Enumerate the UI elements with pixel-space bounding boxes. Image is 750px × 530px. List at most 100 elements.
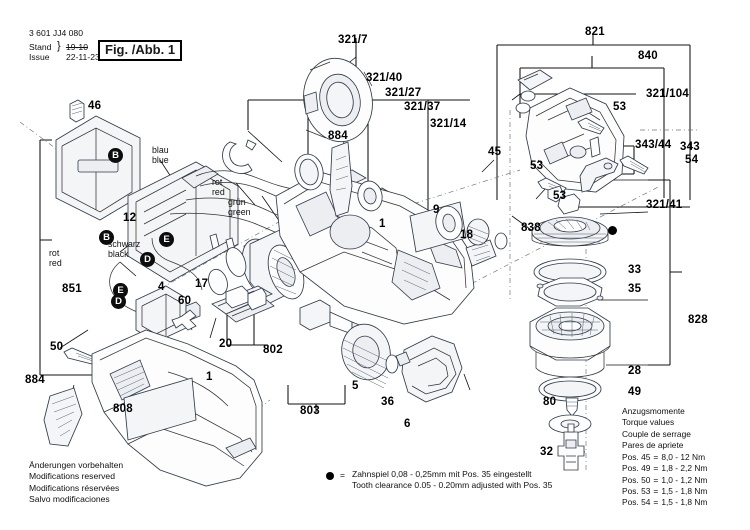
callout-4: 4 [158, 281, 165, 293]
callout-28: 28 [628, 365, 642, 377]
callout-49: 49 [628, 386, 642, 398]
callout-821: 821 [585, 26, 605, 38]
torque-title-en: Torque values [622, 417, 675, 428]
header-part-number: 3 601 JJ4 080 [29, 28, 83, 38]
footer-disclaimer: Änderungen vorbehalten Modifications res… [29, 460, 123, 505]
callout-54: 54 [685, 154, 699, 166]
callout-840: 840 [638, 50, 658, 62]
wire-label-black: schwarz black [108, 239, 141, 259]
circle-mark-d-low: D [111, 294, 126, 309]
clearance-note-en: Tooth clearance 0.05 - 0.20mm adjusted w… [352, 480, 553, 491]
callout-1-mid: 1 [379, 218, 386, 230]
torque-row-eq: = [653, 463, 659, 474]
circle-mark-b-left: B [99, 230, 114, 245]
callout-321-104: 321/104 [646, 88, 689, 100]
wire-label-red-left-en: red [49, 257, 62, 268]
callout-45: 45 [488, 146, 502, 158]
clearance-marker-dot [608, 226, 617, 235]
torque-title-de: Anzugsmomente [622, 406, 685, 416]
callout-808: 808 [113, 403, 133, 415]
torque-row-val: 1,8 - 2,2 Nm [661, 463, 708, 474]
clearance-note: Zahnspiel 0,08 - 0,25mm mit Pos. 35 eing… [352, 469, 552, 492]
clearance-note-bullet-icon [326, 472, 334, 480]
header-stand-value: 19-10 [66, 42, 88, 52]
clearance-note-de: Zahnspiel 0,08 - 0,25mm mit Pos. 35 eing… [352, 469, 532, 479]
torque-row-pos: Pos. 53 [622, 485, 651, 496]
torque-row-val: 1,5 - 1,8 Nm [661, 485, 708, 496]
callout-803: 803 [300, 405, 320, 417]
torque-row-eq: = [653, 451, 659, 462]
callout-1-low: 1 [206, 371, 213, 383]
callout-32: 32 [540, 446, 554, 458]
callout-35: 35 [628, 283, 642, 295]
wire-label-blue-en: blue [152, 154, 169, 165]
torque-row: Pos. 53 = 1,5 - 1,8 Nm [622, 486, 707, 497]
callout-53-low: 53 [553, 190, 567, 202]
wire-label-green-en: green [228, 206, 251, 217]
clearance-note-equals: = [340, 470, 345, 480]
disclaimer-line-en: Modifications reserved [29, 471, 115, 482]
disclaimer-line-fr: Modifications réservées [29, 482, 120, 493]
torque-row-eq: = [653, 485, 659, 496]
callout-80: 80 [543, 396, 557, 408]
wire-label-red-top: rot red [212, 177, 225, 197]
figure-badge: Fig. /Abb. 1 [98, 40, 183, 62]
wire-label-green-de: grün [228, 197, 246, 207]
wire-label-red-left: rot red [49, 248, 62, 268]
callout-884-top: 884 [328, 130, 348, 142]
torque-row-pos: Pos. 50 [622, 474, 651, 485]
callout-884-low: 884 [25, 374, 45, 386]
wire-label-green: grün green [228, 197, 251, 217]
callout-828: 828 [688, 314, 708, 326]
callout-802: 802 [263, 344, 283, 356]
callout-60: 60 [178, 295, 192, 307]
torque-row-eq: = [653, 474, 659, 485]
callout-851: 851 [62, 283, 82, 295]
callout-321-27: 321/27 [385, 87, 422, 99]
torque-row: Pos. 54 = 1,5 - 1,8 Nm [622, 497, 707, 508]
torque-row-pos: Pos. 49 [622, 463, 651, 474]
callout-17: 17 [195, 278, 209, 290]
callout-53-top: 53 [613, 101, 627, 113]
wire-label-red-left-de: rot [49, 248, 60, 258]
torque-row-pos: Pos. 54 [622, 497, 651, 508]
callout-321-14: 321/14 [430, 118, 467, 130]
header-issue-label: Issue [29, 52, 50, 62]
callout-321-37: 321/37 [404, 101, 441, 113]
header-stand-label: Stand [29, 42, 52, 52]
callout-343-44: 343/44 [635, 139, 672, 151]
callout-12: 12 [123, 212, 137, 224]
wire-label-black-de: schwarz [108, 239, 141, 249]
callout-53-mid: 53 [530, 160, 544, 172]
torque-row: Pos. 50 = 1,0 - 1,2 Nm [622, 475, 707, 486]
torque-title-fr: Couple de serrage [622, 428, 691, 439]
callout-343: 343 [680, 141, 700, 153]
torque-row-val: 1,0 - 1,2 Nm [661, 474, 708, 485]
disclaimer-line-de: Änderungen vorbehalten [29, 460, 124, 470]
circle-mark-d-mid: D [140, 252, 155, 267]
callout-6: 6 [404, 418, 411, 430]
callout-838: 838 [521, 222, 541, 234]
callout-321-41: 321/41 [646, 199, 683, 211]
torque-row-val: 8,0 - 12 Nm [661, 451, 706, 462]
torque-title-es: Pares de apriete [622, 440, 684, 451]
callout-9: 9 [433, 204, 440, 216]
callout-46: 46 [88, 100, 102, 112]
header-brace: } [57, 40, 61, 52]
wire-label-red-top-en: red [212, 186, 225, 197]
torque-row: Pos. 45 = 8,0 - 12 Nm [622, 452, 707, 463]
callout-321-40: 321/40 [366, 72, 403, 84]
circle-mark-e-mid: E [159, 232, 174, 247]
disclaimer-line-es: Salvo modificaciones [29, 494, 110, 505]
header-issue-value: 22-11-23 [66, 52, 100, 62]
wire-label-blue-de: blau [152, 145, 169, 155]
callout-18: 18 [460, 229, 474, 241]
circle-mark-b-top: B [108, 148, 123, 163]
torque-row-pos: Pos. 45 [622, 451, 651, 462]
callout-321-7: 321/7 [338, 34, 368, 46]
torque-row: Pos. 49 = 1,8 - 2,2 Nm [622, 463, 707, 474]
callout-5: 5 [352, 380, 359, 392]
callout-33: 33 [628, 264, 642, 276]
